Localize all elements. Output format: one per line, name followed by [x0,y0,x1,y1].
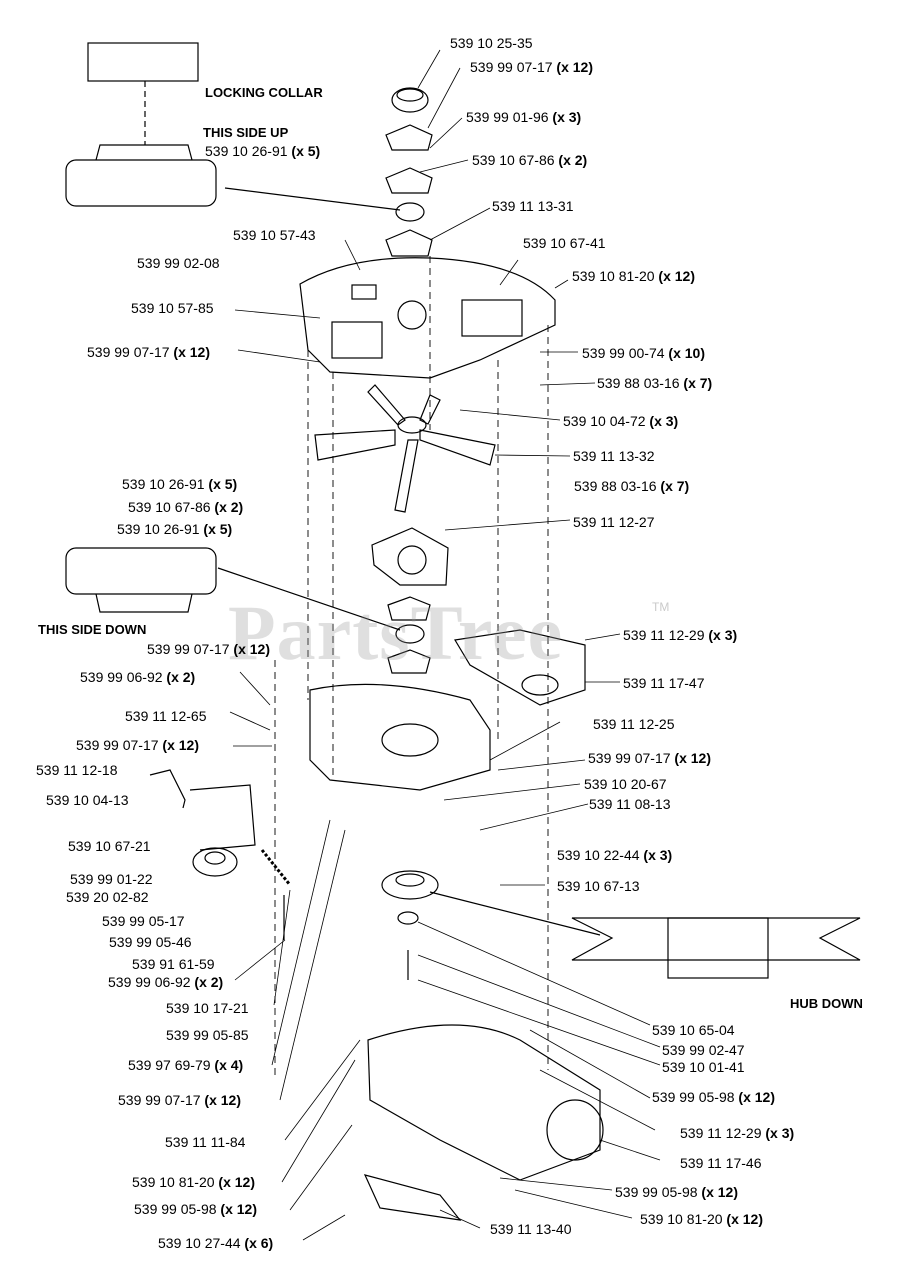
part-label[interactable]: 539 11 08-13 [589,796,671,812]
part-label[interactable]: 539 10 57-43 [233,227,316,243]
part-label[interactable]: 539 99 00-74 (x 10) [582,345,705,361]
bearing-top-view [95,144,193,161]
bearing-collar [395,202,425,222]
part-label[interactable]: 539 99 07-17 (x 12) [87,344,210,360]
part-label[interactable]: 539 11 13-40 [490,1221,572,1237]
locking-collar-box [87,42,199,82]
caption-this-side-down: THIS SIDE DOWN [38,622,147,637]
part-label[interactable]: 539 99 05-98 (x 12) [134,1201,257,1217]
part-label[interactable]: 539 11 12-27 [573,514,655,530]
watermark-trademark: TM [652,600,670,614]
part-label[interactable]: 539 99 05-46 [109,934,192,950]
part-label[interactable]: 539 10 67-21 [68,838,151,854]
part-label[interactable]: 539 10 26-91 (x 5) [205,143,321,159]
part-label[interactable]: 539 11 12-18 [36,762,118,778]
bearing-cap [391,87,429,113]
part-label[interactable]: 539 11 12-29 (x 3) [680,1125,795,1141]
part-label[interactable]: 539 11 12-25 [593,716,675,732]
top-housing-cover [299,257,556,379]
spring [260,849,292,886]
idler-pulley [192,847,238,877]
part-label[interactable]: 539 11 13-32 [573,448,655,464]
flange-plate-2 [385,167,433,194]
chute-deflector [363,1174,462,1221]
fan-impeller [314,384,496,513]
part-label[interactable]: 539 10 04-72 (x 3) [563,413,679,429]
belt-guard [454,629,586,706]
part-label[interactable]: 539 97 69-79 (x 4) [128,1057,244,1073]
flange-plate-3 [385,229,433,257]
part-label[interactable]: 539 10 81-20 (x 12) [640,1211,763,1227]
part-label[interactable]: 539 10 04-13 [46,792,129,808]
part-label[interactable]: 539 10 17-21 [166,1000,249,1016]
part-label[interactable]: 539 99 07-17 (x 12) [470,59,593,75]
discharge-chute [367,1024,601,1181]
part-label[interactable]: 539 88 03-16 (x 7) [597,375,713,391]
part-label[interactable]: 539 10 26-91 (x 5) [117,521,233,537]
part-label[interactable]: 539 10 67-86 (x 2) [472,152,588,168]
part-label[interactable]: 539 10 67-41 [523,235,606,251]
part-label[interactable]: 539 99 02-08 [137,255,220,271]
idler-bracket [189,784,256,851]
caption-this-side-up: THIS SIDE UP [203,125,289,140]
part-label[interactable]: 539 10 81-20 (x 12) [572,268,695,284]
part-label[interactable]: 539 10 65-04 [652,1022,735,1038]
part-label[interactable]: 539 10 81-20 (x 12) [132,1174,255,1190]
caption-hub-down: HUB DOWN [790,996,863,1011]
caption-locking-collar: LOCKING COLLAR [205,85,323,100]
flange-plate-1 [385,124,433,151]
part-label[interactable]: 539 91 61-59 [132,956,215,972]
part-label[interactable]: 539 10 57-85 [131,300,214,316]
part-label[interactable]: 539 11 11-84 [165,1134,246,1150]
part-label[interactable]: 539 10 25-35 [450,35,533,51]
bearing-side-up [65,159,217,207]
part-label[interactable]: 539 99 06-92 (x 2) [80,669,196,685]
part-label[interactable]: 539 10 01-41 [662,1059,745,1075]
part-label[interactable]: 539 99 05-17 [102,913,185,929]
part-label[interactable]: 539 11 12-65 [125,708,207,724]
lower-housing-plate [309,683,491,791]
drive-pulley [381,870,439,900]
part-label[interactable]: 539 88 03-16 (x 7) [574,478,690,494]
part-label[interactable]: 539 99 01-96 (x 3) [466,109,582,125]
part-label[interactable]: 539 11 13-31 [492,198,574,214]
part-label[interactable]: 539 99 05-98 (x 12) [652,1089,775,1105]
part-label[interactable]: 539 10 67-86 (x 2) [128,499,244,515]
part-label[interactable]: 539 99 02-47 [662,1042,745,1058]
hub-down-pulley-section [429,891,861,979]
part-label[interactable]: 539 99 01-22 [70,871,153,887]
part-label[interactable]: 539 10 26-91 (x 5) [122,476,238,492]
part-label[interactable]: 539 99 07-17 (x 12) [588,750,711,766]
part-label[interactable]: 539 10 27-44 (x 6) [158,1235,274,1251]
part-label[interactable]: 539 10 22-44 (x 3) [557,847,673,863]
part-label[interactable]: 539 11 17-47 [623,675,705,691]
bearing-side-down [65,547,217,595]
part-label[interactable]: 539 11 12-29 (x 3) [623,627,738,643]
part-label[interactable]: 539 10 67-13 [557,878,640,894]
watermark: PartsTree [228,589,564,676]
part-label[interactable]: 539 10 20-67 [584,776,667,792]
part-label[interactable]: 539 99 07-17 (x 12) [76,737,199,753]
part-label[interactable]: 539 11 17-46 [680,1155,762,1171]
part-label[interactable]: 539 99 05-85 [166,1027,249,1043]
bearing-plate [371,527,449,586]
part-label[interactable]: 539 99 06-92 (x 2) [108,974,224,990]
part-label[interactable]: 539 20 02-82 [66,889,149,905]
part-label[interactable]: 539 99 07-17 (x 12) [147,641,270,657]
part-label[interactable]: 539 99 07-17 (x 12) [118,1092,241,1108]
part-label[interactable]: 539 99 05-98 (x 12) [615,1184,738,1200]
